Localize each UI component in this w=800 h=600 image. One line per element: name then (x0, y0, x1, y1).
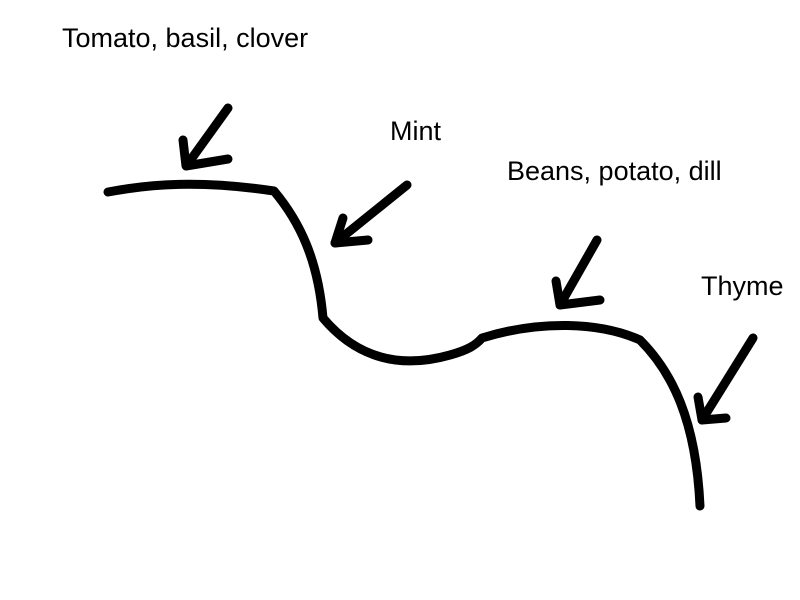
arrow-mint (330, 180, 412, 248)
arrow-tomato-basil-clover (178, 103, 233, 171)
terrain-profile-line (103, 179, 705, 511)
label-beans-potato-dill: Beans, potato, dill (507, 156, 722, 186)
arrow-beans-potato-dill (551, 235, 605, 310)
label-thyme: Thyme (701, 271, 784, 301)
label-mint: Mint (390, 116, 442, 146)
label-tomato-basil-clover: Tomato, basil, clover (62, 23, 309, 53)
arrow-thyme (693, 333, 758, 425)
